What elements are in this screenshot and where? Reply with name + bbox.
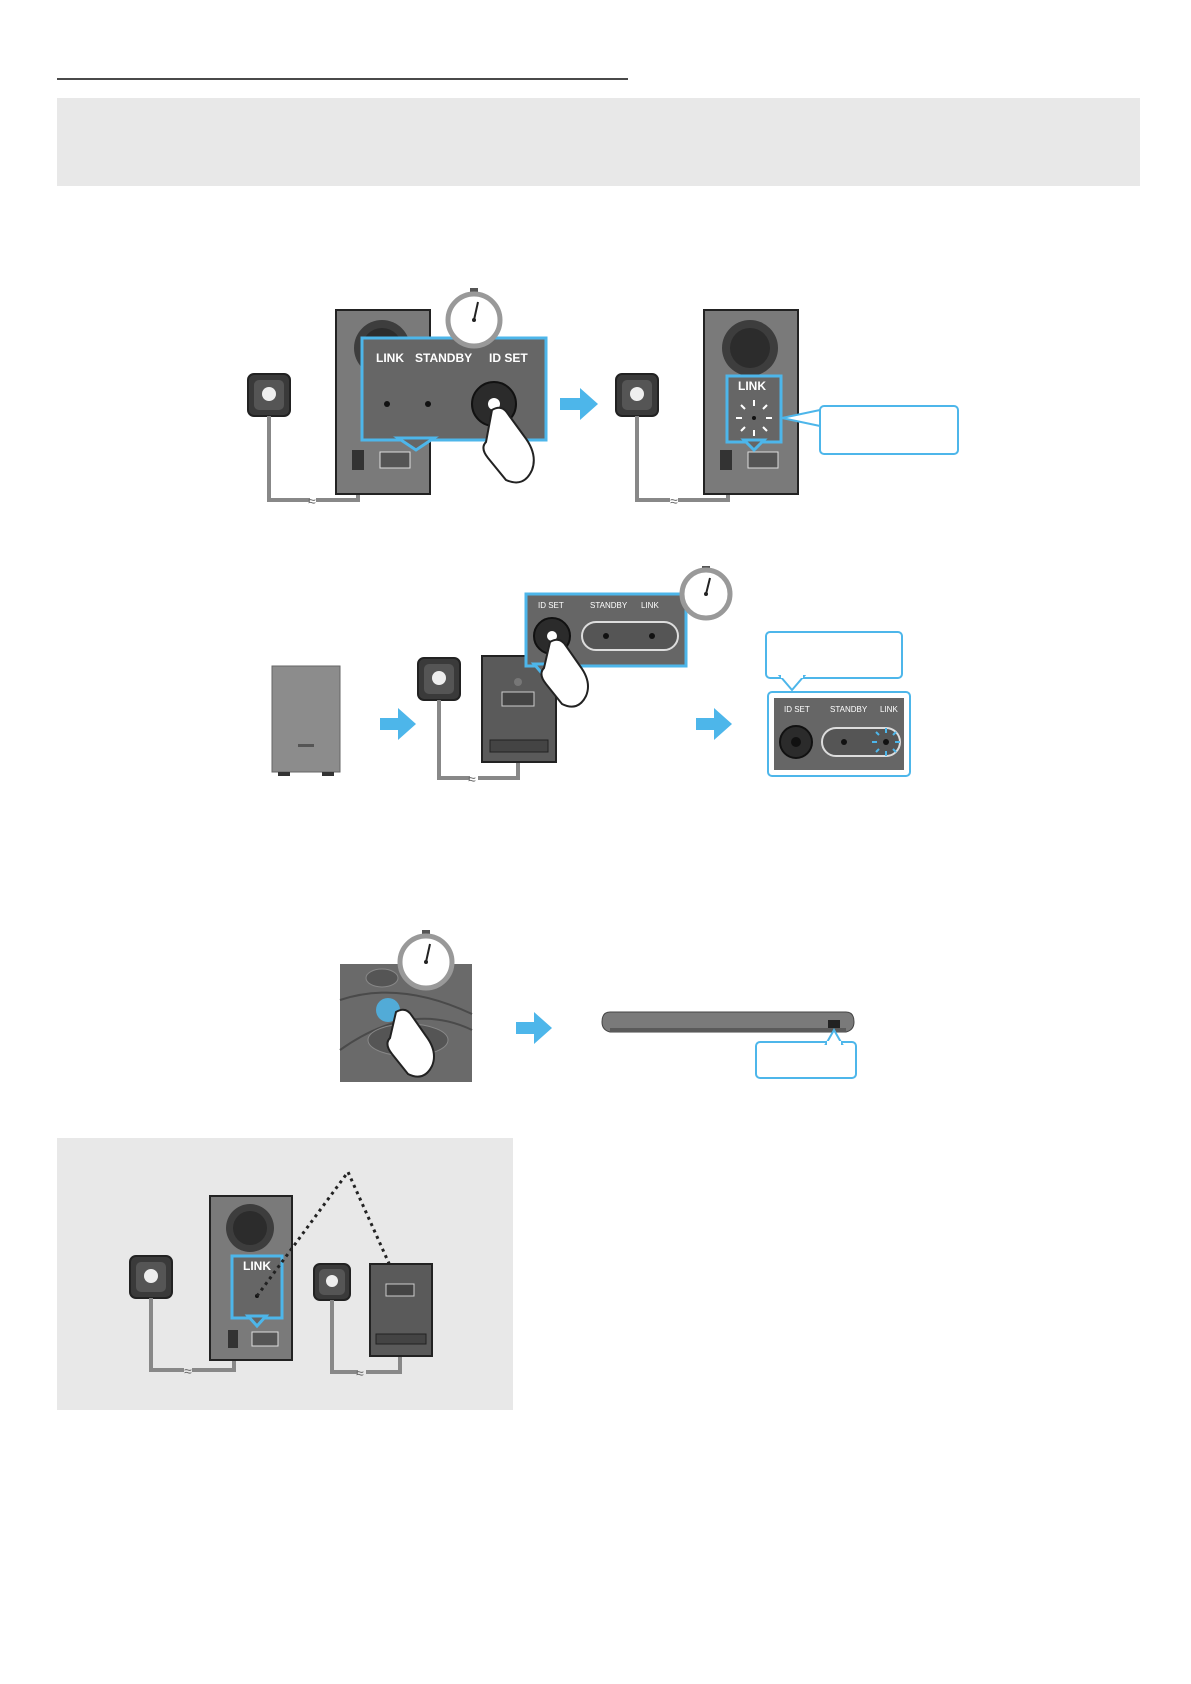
note-box — [57, 98, 1140, 186]
hand-press-icon — [482, 406, 535, 484]
subwoofer-rear: LINK — [209, 1195, 293, 1361]
id-set-label: ID SET — [538, 601, 564, 610]
subwoofer-rear: LINK — [703, 309, 799, 495]
standby-label: STANDBY — [830, 705, 868, 714]
power-outlet-icon — [129, 1255, 173, 1299]
link-label: LINK — [641, 601, 659, 610]
led-blink-icon — [736, 400, 772, 436]
power-outlet-icon — [313, 1263, 351, 1301]
standby-label: STANDBY — [590, 601, 628, 610]
callout-box — [781, 405, 959, 455]
id-set-label: ID SET — [489, 351, 528, 365]
arrow-right-icon — [516, 1012, 552, 1044]
svg-text:≈: ≈ — [468, 771, 476, 787]
link-label: LINK — [738, 379, 766, 393]
link-label: LINK — [376, 351, 404, 365]
id-set-label: ID SET — [784, 705, 810, 714]
hand-press-icon — [540, 638, 589, 708]
bluetooth-button-icon — [365, 968, 399, 988]
svg-text:≈: ≈ — [356, 1365, 364, 1381]
svg-text:≈: ≈ — [308, 493, 316, 509]
soundbar — [601, 1011, 855, 1033]
zoom-panel-top: LINK STANDBY ID SET — [360, 336, 548, 452]
svg-text:≈: ≈ — [184, 1363, 192, 1379]
standby-label: STANDBY — [415, 351, 472, 365]
callout-box — [765, 631, 903, 692]
stopwatch-icon — [679, 566, 733, 621]
wireless-link-line — [255, 1169, 402, 1297]
step1-illustration: ≈ LINK STANDBY ID SET ≈ — [247, 288, 959, 509]
step3-illustration — [339, 930, 857, 1082]
surround-speaker-rear — [369, 1263, 433, 1357]
section-rule — [57, 78, 628, 80]
arrow-right-icon — [560, 388, 598, 420]
arrow-right-icon — [380, 708, 416, 740]
callout-box — [755, 1027, 857, 1079]
stopwatch-icon — [397, 930, 455, 991]
power-outlet-icon — [417, 657, 461, 701]
svg-text:≈: ≈ — [670, 493, 678, 509]
link-label: LINK — [880, 705, 898, 714]
power-outlet-icon — [615, 373, 659, 417]
arrow-right-icon — [696, 708, 732, 740]
hand-press-icon — [386, 1008, 435, 1078]
stopwatch-icon — [445, 288, 503, 349]
step4-illustration: ≈ LINK ≈ — [129, 1169, 433, 1381]
link-label: LINK — [243, 1259, 271, 1273]
step2-illustration: ≈ ID SET STANDBY LINK ID SET STANDB — [271, 566, 911, 787]
result-panel: ID SET STANDBY LINK — [767, 691, 911, 777]
surround-speaker-front — [271, 665, 341, 776]
power-outlet-icon — [247, 373, 291, 417]
led-blink-icon — [872, 728, 900, 756]
